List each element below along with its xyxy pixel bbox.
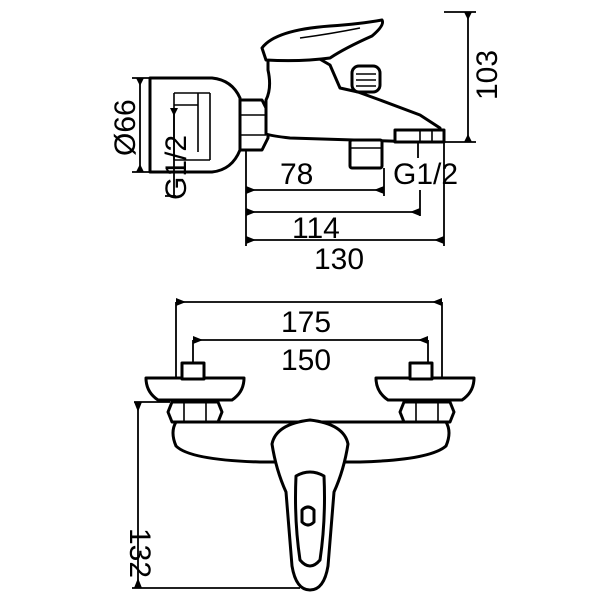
- dim-103-label: 103: [471, 50, 504, 100]
- dim-66-label: Ø66: [109, 99, 142, 156]
- thread-left-label: G1/2: [160, 135, 193, 200]
- hex-nut-side: [238, 98, 270, 152]
- dim-175-line: [175, 301, 443, 380]
- lever-handle-side: [260, 18, 384, 63]
- dim-150-label: 150: [281, 344, 331, 377]
- front-view: 175 150 132: [123, 298, 476, 592]
- dim-g12-left-line: [165, 108, 176, 197]
- dim-130-label: 130: [314, 243, 364, 276]
- side-view: 103 Ø66 G1/2 78 G1/2 114 130: [109, 11, 504, 276]
- thread-outlet-label: G1/2: [393, 158, 458, 191]
- dim-78-label: 78: [280, 158, 313, 191]
- left-flange-front: [144, 376, 246, 402]
- dim-175-label: 175: [281, 306, 331, 339]
- diverter-ridges: [356, 73, 376, 87]
- right-hex-nut: [398, 400, 456, 424]
- dim-78-line: [246, 168, 385, 196]
- lever-slot: [300, 505, 316, 527]
- diverter-knob-side: [350, 64, 382, 94]
- shower-outlet-side: [348, 138, 384, 170]
- lever-handle-front: [270, 418, 350, 592]
- left-hex-nut: [166, 400, 224, 424]
- dim-130-line: [245, 142, 445, 246]
- left-flange-pipe: [180, 361, 206, 381]
- lever-inner-contour: [294, 470, 326, 568]
- lever-crease: [299, 27, 361, 39]
- dim-132-label: 132: [123, 528, 156, 578]
- right-flange-front: [374, 376, 476, 402]
- spout-detail: [419, 130, 433, 142]
- hex-nut-lines: [241, 114, 266, 136]
- right-flange-pipe: [408, 361, 434, 381]
